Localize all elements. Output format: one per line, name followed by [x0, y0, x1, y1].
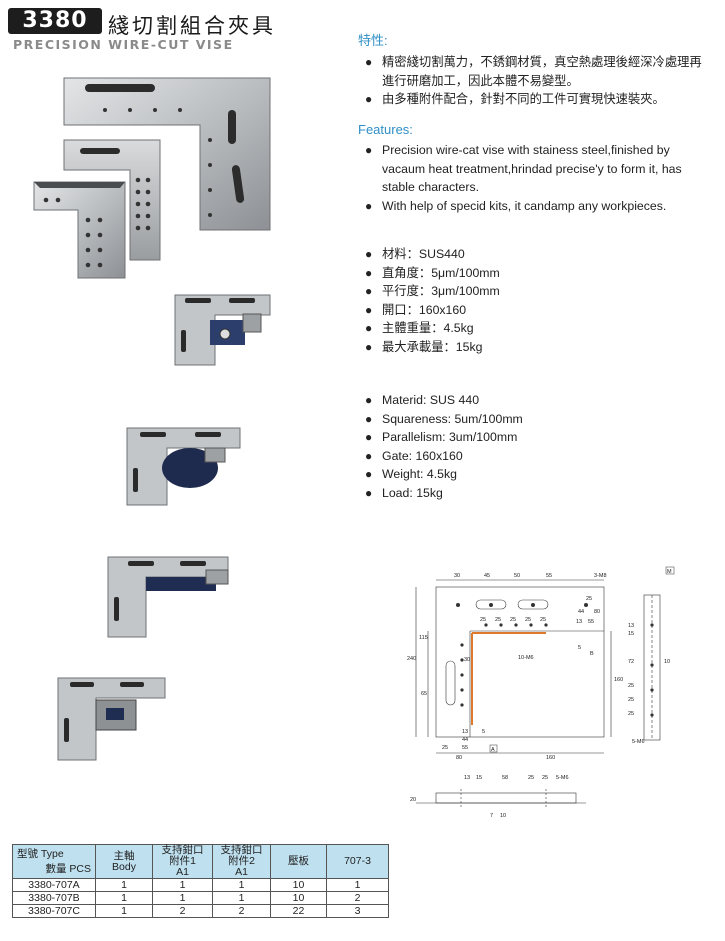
list-item: ●平行度：3μm/100mm [365, 284, 500, 298]
dim-label: 10 [664, 659, 670, 665]
assembly-photo-2 [126, 427, 241, 506]
list-item: ●開口：160x160 [365, 302, 467, 317]
dim-label: 55 [588, 619, 594, 625]
list-item: ●Load: 15kg [365, 485, 443, 500]
assembly-photo-4 [57, 677, 166, 761]
table-row: 3380-707C 1 2 2 22 3 [12, 904, 389, 918]
list-item: ●Gate: 160x160 [365, 448, 463, 463]
a2-header: 支持鉗口 附件2 A1 [212, 844, 271, 879]
dim-label: 55 [462, 745, 468, 751]
specs-en-section: ●Materid: SUS 440 ●Squareness: 5um/100mm… [358, 391, 523, 502]
dim-label: 25 [540, 617, 546, 623]
assembly-photo-3 [107, 556, 229, 638]
dim-label: 25 [495, 617, 501, 623]
list-item: ●Precision wire-cat vise with stainess s… [365, 143, 682, 194]
thread-label: 5-M6 [632, 739, 645, 745]
dim-label: 44 [578, 609, 584, 615]
dim-label: 160 [614, 677, 623, 683]
dim-label: 25 [628, 711, 634, 717]
list-item: ●精密綫切割萬力，不銹鋼材質，真空熱處理後經深冷處理再進行研磨加工，因此本體不易… [365, 55, 702, 88]
dim-label: 80 [594, 609, 600, 615]
dim-label: 25 [586, 596, 592, 602]
dim-label: 13 [462, 729, 468, 735]
dim-label: 55 [546, 573, 552, 579]
features-en-section: Features: ●Precision wire-cat vise with … [358, 122, 713, 215]
body-header: 主軸 Body [95, 844, 153, 879]
technical-drawing: 30 45 50 55 3-M8 25 25 25 25 25 13 55 25… [407, 566, 675, 819]
dim-label: 25 [628, 683, 634, 689]
dim-label: 115 [419, 635, 428, 641]
specs-cn-section: ●材料：SUS440 ●直角度：5μm/100mm ●平行度：3μm/100mm… [358, 245, 500, 356]
features-en-heading: Features: [358, 122, 413, 137]
dim-label: 10 [500, 813, 506, 819]
dim-label: 25 [528, 775, 534, 781]
thread-label: 3-M8 [594, 573, 607, 579]
dim-label: 5 [482, 729, 485, 735]
ref-a-label: A [491, 747, 495, 753]
dim-label: 160 [546, 755, 555, 761]
list-item: ●Materid: SUS 440 [365, 393, 480, 407]
list-item: ●由多種附件配合，針對不同的工件可實現快速裝夾。 [365, 92, 665, 106]
dim-label: 7 [490, 813, 493, 819]
dim-label: 25 [442, 745, 448, 751]
dim-label: 25 [542, 775, 548, 781]
dim-label: B [590, 651, 594, 657]
dim-label: 25 [480, 617, 486, 623]
dim-label: 5 [578, 645, 581, 651]
dim-label: 25 [628, 697, 634, 703]
dim-label: 13 [628, 623, 634, 629]
list-item: ●Weight: 4.5kg [365, 467, 457, 481]
product-title-en: PRECISION WIRE-CUT VISE [13, 37, 234, 52]
dim-label: 80 [456, 755, 462, 761]
dim-label: 72 [628, 659, 634, 665]
dim-label: 13 [576, 619, 582, 625]
list-item: ●Parallelism: 3um/100mm [365, 430, 518, 444]
type-header: 型號 Type 數量 PCS [12, 844, 96, 879]
list-item: ●主體重量：4.5kg [365, 321, 474, 335]
dim-label: 240 [407, 656, 416, 662]
dim-label: 58 [502, 775, 508, 781]
dim-label: 65 [421, 691, 427, 697]
list-item: ●最大承載量：15kg [365, 339, 483, 354]
dim-label: 30 [454, 573, 460, 579]
dim-label: 15 [628, 631, 634, 637]
dim-label: 45 [484, 573, 490, 579]
dim-label: 13 [464, 775, 470, 781]
dim-label: 30 [464, 657, 470, 663]
ref-m-label: M [667, 569, 672, 575]
product-photo-set [33, 77, 271, 279]
dim-label: 25 [510, 617, 516, 623]
spec-table: 型號 Type 數量 PCS 主軸 Body 支持鉗口 附件1 A1 支持鉗口 … [12, 844, 389, 918]
dim-label: 15 [476, 775, 482, 781]
table-header-row: 型號 Type 數量 PCS 主軸 Body 支持鉗口 附件1 A1 支持鉗口 … [12, 844, 389, 879]
table-row: 3380-707A 1 1 1 10 1 [12, 878, 389, 892]
dim-label: 50 [514, 573, 520, 579]
dim-label: 44 [462, 737, 468, 743]
dim-label: 25 [525, 617, 531, 623]
x707-header: 707-3 [326, 844, 389, 879]
table-row: 3380-707B 1 1 1 10 2 [12, 891, 389, 905]
features-cn-heading: 特性: [358, 33, 388, 48]
dim-label: 20 [410, 797, 416, 803]
product-title-cn: 綫切割組合夾具 [108, 14, 276, 38]
plate-header: 壓板 [270, 844, 327, 879]
thread-label: 5-M6 [556, 775, 569, 781]
list-item: ●材料：SUS440 [365, 247, 465, 261]
a1-header: 支持鉗口 附件1 A1 [152, 844, 213, 879]
features-cn-section: 特性: ●精密綫切割萬力，不銹鋼材質，真空熱處理後經深冷處理再進行研磨加工，因此… [358, 30, 713, 109]
list-item: ●With help of specid kits, it candamp an… [365, 198, 667, 213]
assembly-photo-1 [174, 294, 271, 366]
list-item: ●Squareness: 5um/100mm [365, 411, 523, 426]
thread-label: 10-M6 [518, 655, 534, 661]
model-badge: 3380 [8, 8, 102, 34]
list-item: ●直角度：5μm/100mm [365, 265, 500, 280]
